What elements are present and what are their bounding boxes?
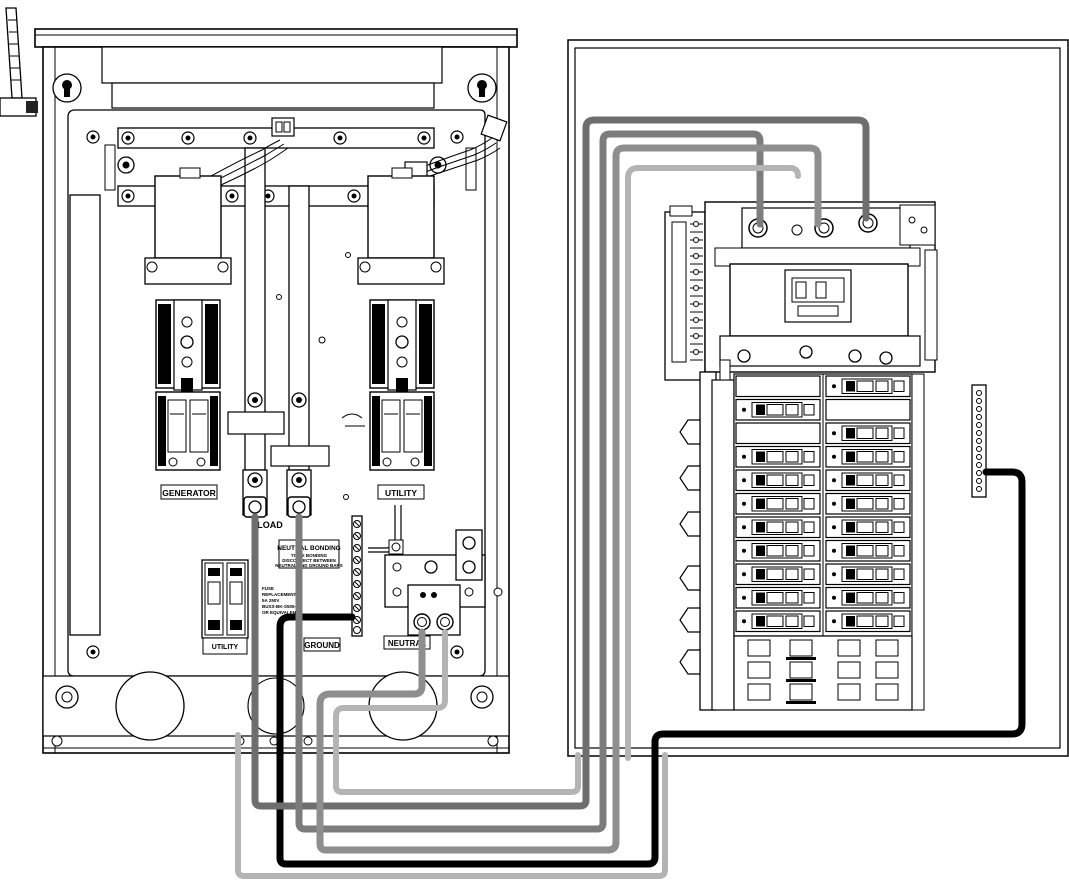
wire-neutral <box>316 144 822 854</box>
breaker-icon <box>735 539 821 562</box>
breaker-icon <box>735 563 821 586</box>
utility-label: UTILITY <box>385 488 417 498</box>
generator-label: GENERATOR <box>162 488 216 498</box>
wiring <box>235 116 1026 879</box>
utility-fuse-block: UTILITY <box>201 559 249 655</box>
control-harness <box>199 114 508 191</box>
wire-load-2 <box>295 130 764 833</box>
fuse-note-3: 5A 250V <box>262 598 279 603</box>
breaker-icon <box>735 375 821 398</box>
utility-switch: UTILITY <box>357 167 445 500</box>
load-label: LOAD <box>257 520 283 530</box>
breaker-icon <box>825 375 911 398</box>
breaker-icon <box>735 398 821 421</box>
fuse-note: FUSE REPLACEMENT 5A 250V BUSS-BK-S505-5 … <box>262 586 299 615</box>
wire-load-1 <box>251 116 870 810</box>
neutral-bar: NEUTRAL <box>368 505 486 650</box>
ground-bar: GROUND <box>303 515 363 652</box>
breaker-icon <box>825 422 911 445</box>
branch-breakers <box>735 375 911 633</box>
breaker-icon <box>825 516 911 539</box>
breaker-icon <box>735 516 821 539</box>
neutral-bonding-note-1: TO BE BONDING <box>291 553 328 558</box>
neutral-bonding-note-3: NEUTRAL AND GROUND BARS <box>275 563 343 568</box>
breaker-icon <box>735 586 821 609</box>
wire-light-outer <box>235 732 668 879</box>
breaker-icon <box>825 586 911 609</box>
breaker-icon <box>825 610 911 633</box>
breaker-icon <box>735 492 821 515</box>
breaker-icon <box>825 492 911 515</box>
breaker-icon <box>825 539 911 562</box>
wire-light-inner <box>625 165 801 761</box>
neutral-bonding-note-2: DISCONNECT BETWEEN <box>282 558 336 563</box>
antenna-icon <box>0 7 38 117</box>
terminal-bar-icon <box>971 384 987 498</box>
breaker-icon <box>735 445 821 468</box>
breaker-icon <box>735 469 821 492</box>
lug-icon <box>243 496 311 518</box>
breaker-icon <box>735 422 821 445</box>
utility-fuse-label: UTILITY <box>212 644 239 651</box>
breaker-icon <box>735 610 821 633</box>
fuse-note-4: BUSS-BK-S505-5 <box>262 604 299 609</box>
neutral-label: NEUTRAL <box>388 639 426 648</box>
neutral-bonding-note: NEUTRAL BONDING TO BE BONDING DISCONNECT… <box>275 539 343 569</box>
breaker-icon <box>825 563 911 586</box>
keyhole-mount-right <box>467 73 497 103</box>
ground-label: GROUND <box>304 641 340 650</box>
fuse-note-2: REPLACEMENT <box>262 592 297 597</box>
breaker-icon <box>825 469 911 492</box>
wire-neutral-light <box>333 629 581 795</box>
breaker-icon <box>825 445 911 468</box>
load-bus-bars <box>227 147 365 518</box>
fuse-note-5: OR EQUIVALENT <box>262 610 299 615</box>
fuse-note-1: FUSE <box>262 586 274 591</box>
wire-ground-black <box>276 468 1026 868</box>
keyhole-mount-left <box>52 73 82 103</box>
generator-switch: GENERATOR <box>144 167 232 500</box>
neutral-bonding-label: NEUTRAL BONDING <box>277 545 340 552</box>
breaker-icon <box>825 398 911 421</box>
